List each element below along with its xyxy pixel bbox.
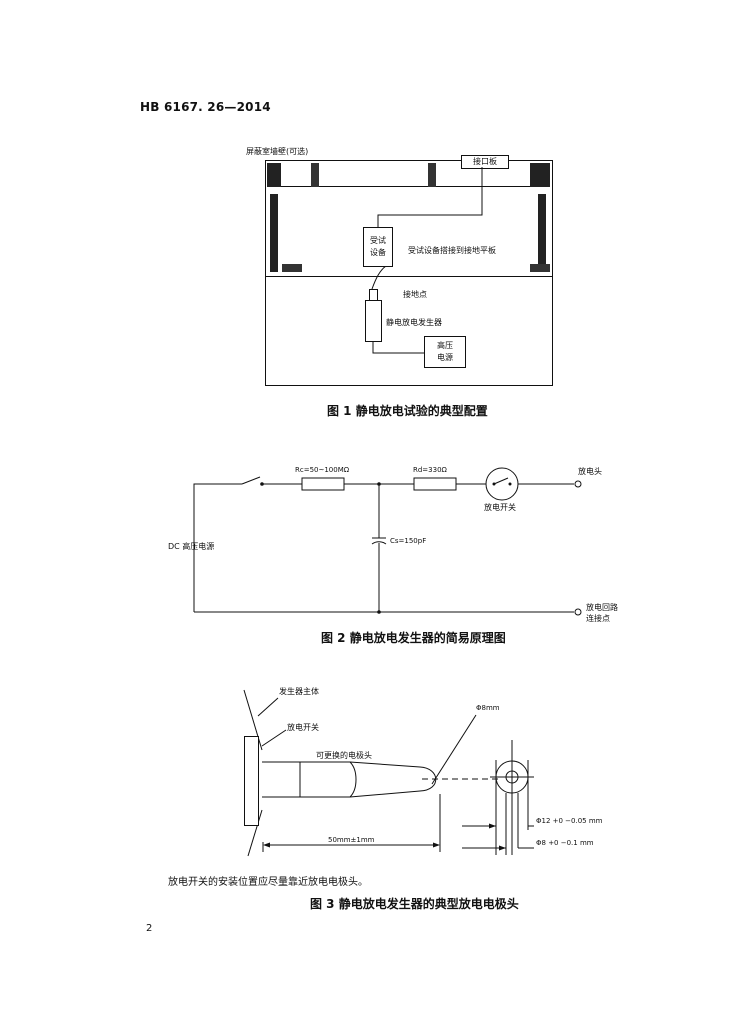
hv-cable	[372, 342, 424, 354]
switch-contact	[260, 482, 264, 486]
junction-bottom	[377, 610, 381, 614]
rc-label: Rc=50~100MΩ	[295, 466, 350, 474]
length-extension-lines	[262, 794, 441, 852]
body-slant-bottom	[247, 809, 263, 857]
tip-diameter-label: Φ8mm	[476, 704, 500, 712]
return-terminal	[574, 608, 582, 616]
dia8-label: Φ8 +0 −0.1 mm	[536, 839, 594, 847]
hv-label-line2: 电源	[437, 353, 453, 362]
discharge-head-terminal	[574, 480, 582, 488]
discharge-switch-label: 放电开关	[484, 503, 516, 512]
esd-generator-body	[365, 300, 382, 342]
wall-post-top-3	[428, 163, 436, 187]
cs-label: Cs=150pF	[390, 537, 427, 545]
eut-label-line2: 设备	[370, 248, 386, 257]
charge-switch	[241, 476, 261, 485]
body-leader	[257, 697, 279, 717]
page-number: 2	[146, 923, 153, 934]
length-label: 50mm±1mm	[326, 836, 377, 844]
discharge-switch-pivot	[492, 482, 496, 486]
generator-flange	[244, 736, 259, 826]
switch-leader	[261, 729, 287, 747]
ground-point-label: 接地点	[403, 290, 427, 299]
generator-body-label: 发生器主体	[279, 687, 319, 696]
wall-post-right	[538, 194, 546, 272]
return-label-line2: 连接点	[586, 614, 610, 623]
standard-code: HB 6167. 26—2014	[140, 100, 271, 114]
length-arrow-right	[433, 842, 440, 848]
discharge-switch-blade	[493, 477, 509, 485]
electrode-shaft	[262, 761, 301, 798]
dia12-arrow	[489, 823, 496, 829]
tip-leader	[431, 714, 477, 785]
eut-ground-label: 受试设备搭接到接地平板	[408, 246, 496, 255]
eut-box: 受试 设备	[363, 227, 393, 267]
electrode-joint	[349, 761, 357, 798]
end-view-centerlines	[490, 740, 534, 855]
discharge-switch-contact	[508, 482, 512, 486]
hv-supply-box: 高压 电源	[424, 336, 466, 368]
switch-label: 放电开关	[287, 723, 319, 732]
length-arrow-left	[263, 842, 270, 848]
left-wire	[193, 483, 242, 612]
junction-top	[377, 482, 381, 486]
electrode-head	[300, 761, 437, 798]
wall-post-left	[270, 194, 278, 272]
body-slant-top	[243, 689, 263, 751]
eut-label-line1: 受试	[370, 236, 386, 245]
return-label-line1: 放电回路	[586, 603, 618, 612]
cap-plate-bottom	[371, 541, 387, 545]
shield-room-outline	[265, 160, 553, 386]
wall-post-top-right	[530, 163, 550, 187]
ground-point-lead	[371, 265, 387, 290]
rd-label: Rd=330Ω	[413, 466, 447, 474]
shield-wall-label: 屏蔽室墙壁(可选)	[246, 147, 309, 156]
ground-plane-line	[265, 276, 553, 277]
dc-supply-label: DC 高压电源	[168, 542, 215, 551]
figure-3-caption: 图 3 静电放电发生器的典型放电电极头	[310, 897, 519, 911]
interface-board-label: 接口板	[473, 157, 497, 166]
hv-label-line1: 高压	[437, 341, 453, 350]
dia8-extension-lines	[505, 793, 519, 855]
figure-1-caption: 图 1 静电放电试验的典型配置	[327, 404, 488, 418]
interface-board: 接口板	[461, 155, 509, 169]
dia12-label: Φ12 +0 −0.05 mm	[536, 817, 603, 825]
dia12-extension-lines	[495, 760, 529, 855]
eut-cable	[377, 167, 483, 227]
wall-base-right	[530, 264, 550, 272]
dia8-arrow	[499, 845, 506, 851]
wall-base-left	[282, 264, 302, 272]
installation-note: 放电开关的安装位置应尽量靠近放电电极头。	[168, 877, 368, 888]
discharge-head-label: 放电头	[578, 467, 602, 476]
esd-generator-label: 静电放电发生器	[386, 318, 442, 327]
electrode-label: 可更换的电极头	[316, 751, 372, 760]
inner-top-wall	[280, 186, 530, 187]
wall-post-top-2	[311, 163, 319, 187]
wall-post-top-left	[267, 163, 281, 187]
figure-2-caption: 图 2 静电放电发生器的简易原理图	[321, 631, 506, 645]
